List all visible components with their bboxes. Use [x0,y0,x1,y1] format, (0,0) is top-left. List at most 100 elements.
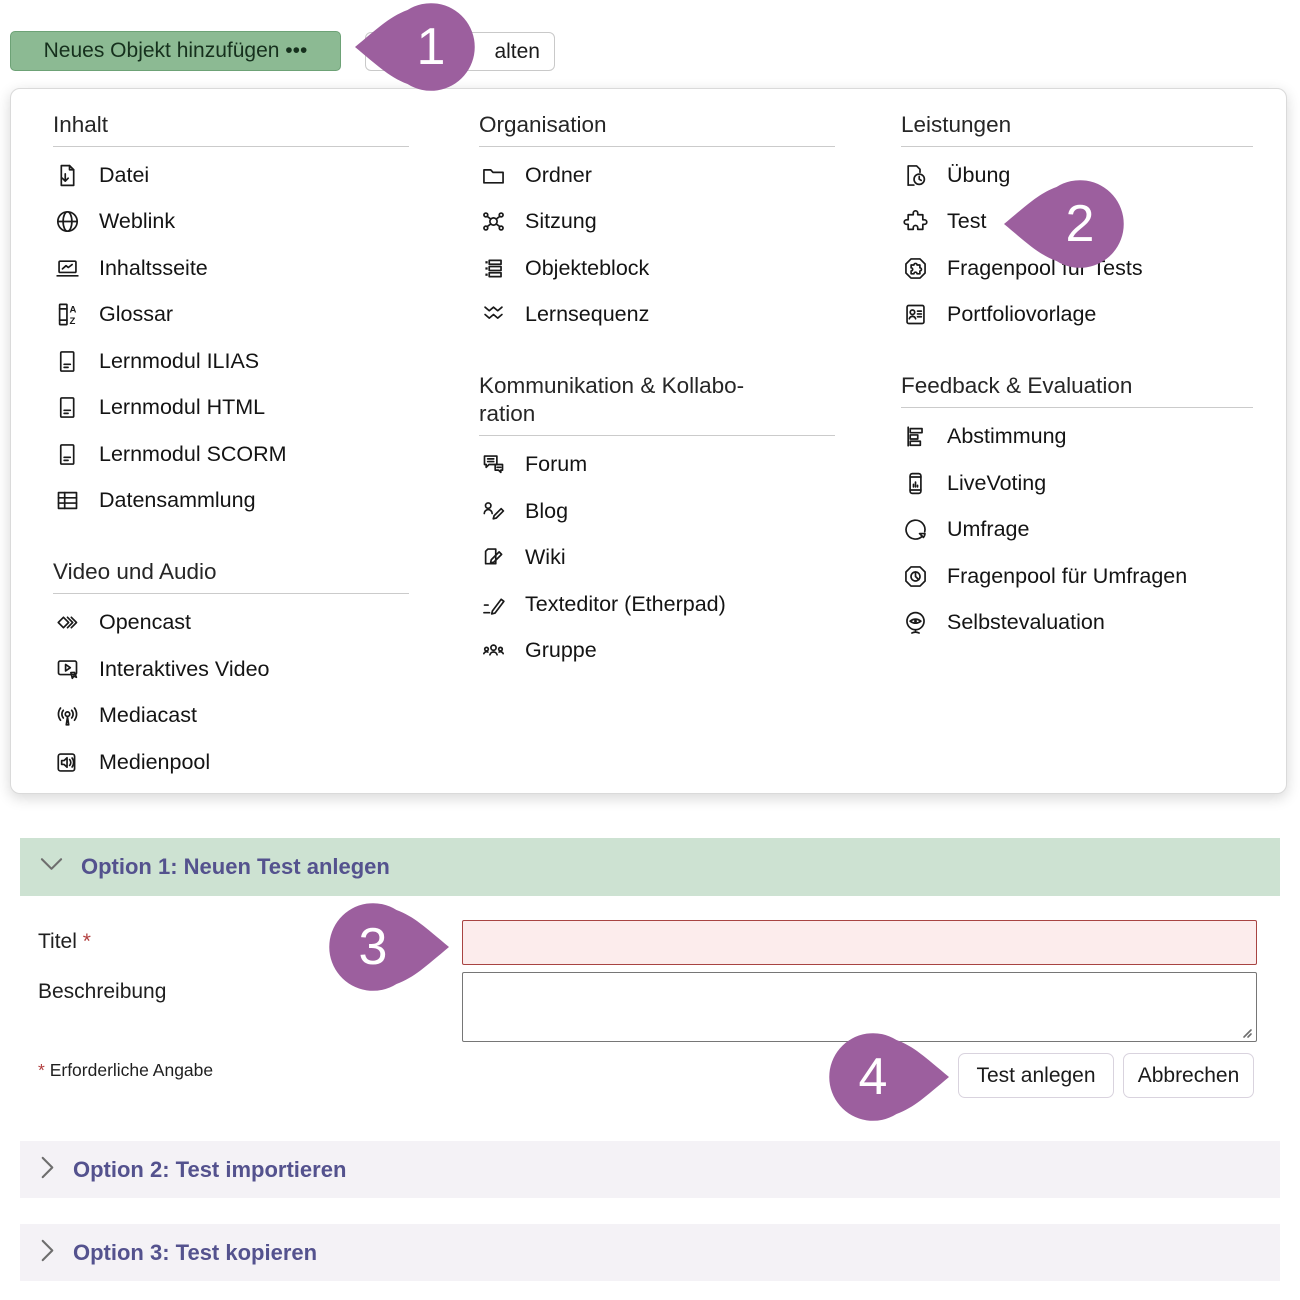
section-feedback: Feedback & Evaluation Abstimmung LiveVot… [901,372,1253,646]
section-leistungen: Leistungen Übung Test [901,111,1253,338]
interactive-video-icon [53,655,82,684]
menu-item-label: Ordner [525,162,592,187]
menu-item-forum[interactable]: Forum [479,441,835,488]
menu-item-gruppe[interactable]: Gruppe [479,627,835,674]
menu-item-inhaltsseite[interactable]: Inhaltsseite [53,245,409,292]
menu-item-fragenpool-umfragen[interactable]: Fragenpool für Umfragen [901,553,1253,600]
item-block-icon [479,254,508,283]
menu-item-weblink[interactable]: Weblink [53,199,409,246]
blog-icon [479,497,508,526]
self-evaluation-icon [901,608,930,637]
accordion-option3[interactable]: Option 3: Test kopieren [20,1224,1280,1281]
menu-item-label: Umfrage [947,517,1030,541]
partially-hidden-button[interactable]: alten [365,32,555,71]
menu-item-label: Sitzung [525,209,597,234]
menu-item-label: Blog [525,498,569,523]
menu-item-label: Lernmodul ILIAS [99,348,260,373]
table-icon [53,486,82,515]
svg-text:Z: Z [70,317,76,328]
required-note: * Erforderliche Angabe [38,1060,214,1080]
learning-module-icon [53,347,82,376]
section-video-audio: Video und Audio Opencast Interaktives Vi… [53,558,409,785]
speaker-icon [53,748,82,777]
poll-icon [901,422,930,451]
divider [479,435,835,437]
annotation-marker-3: 3 [329,903,449,991]
annotation-marker-4: 4 [829,1033,949,1121]
menu-item-portfoliovorlage[interactable]: Portfoliovorlage [901,292,1253,339]
menu-item-livevoting[interactable]: LiveVoting [901,460,1253,507]
menu-item-blog[interactable]: Blog [479,488,835,535]
menu-item-label: Lernsequenz [525,302,650,327]
menu-item-interaktives-video[interactable]: Interaktives Video [53,646,409,693]
menu-item-label: Selbstevaluation [947,610,1105,634]
group-icon [479,636,508,665]
menu-column-3: Leistungen Übung Test [901,111,1253,646]
broadcast-icon [53,701,82,730]
menu-item-fragenpool-tests[interactable]: Fragenpool für Tests [901,245,1253,292]
menu-item-label: Fragenpool für Umfragen [947,563,1188,588]
menu-item-lernsequenz[interactable]: Lernsequenz [479,292,835,339]
add-object-dropdown-panel: Inhalt Datei Weblink [10,88,1287,794]
exercise-icon [901,161,930,190]
add-object-button[interactable]: Neues Objekt hinzufügen ••• [10,31,341,71]
accordion-option2[interactable]: Option 2: Test importieren [20,1141,1280,1198]
cancel-button[interactable]: Abbrechen [1123,1053,1254,1098]
section-title: Organisation [479,112,607,137]
menu-column-1: Inhalt Datei Weblink [53,111,409,785]
texteditor-icon [479,590,508,619]
menu-item-label: Weblink [99,209,176,234]
menu-item-lernmodul-ilias[interactable]: Lernmodul ILIAS [53,338,409,385]
section-title: Inhalt [53,112,109,137]
description-textarea[interactable] [462,972,1257,1042]
section-organisation: Organisation Ordner Sitzung [479,111,835,338]
menu-item-test[interactable]: Test [901,199,1253,246]
menu-item-label: Datei [99,162,150,187]
menu-item-label: Mediacast [99,703,197,727]
menu-item-selbstevaluation[interactable]: Selbstevaluation [901,599,1253,646]
menu-item-texteditor[interactable]: Texteditor (Etherpad) [479,581,835,628]
menu-column-2: Organisation Ordner Sitzung [479,111,835,674]
menu-item-objekteblock[interactable]: Objekteblock [479,245,835,292]
menu-item-wiki[interactable]: Wiki [479,534,835,581]
menu-item-label: Inhaltsseite [99,255,208,280]
title-input[interactable] [462,920,1257,965]
question-pool-icon [901,254,930,283]
svg-text:3: 3 [359,918,388,976]
livevoting-icon [901,469,930,498]
required-asterisk: * [38,1060,45,1080]
accordion-option1[interactable]: Option 1: Neuen Test anlegen [20,838,1280,896]
menu-item-sitzung[interactable]: Sitzung [479,199,835,246]
section-kommunikation: Kommunikation & Kollabo­ration Forum Blo… [479,372,835,674]
learning-module-icon [53,393,82,422]
menu-item-abstimmung[interactable]: Abstimmung [901,413,1253,460]
menu-item-ordner[interactable]: Ordner [479,152,835,199]
survey-pool-icon [901,562,930,591]
survey-icon [901,515,930,544]
sequence-icon [479,300,508,329]
submit-button[interactable]: Test anlegen [958,1053,1114,1098]
menu-item-opencast[interactable]: Opencast [53,599,409,646]
divider [901,146,1253,148]
menu-item-label: Interaktives Video [99,656,270,681]
menu-item-label: Glossar [99,302,174,327]
opencast-icon [53,608,82,637]
menu-item-label: Medienpool [99,749,211,774]
menu-item-umfrage[interactable]: Umfrage [901,506,1253,553]
portfolio-icon [901,300,930,329]
menu-item-medienpool[interactable]: Medienpool [53,739,409,786]
puzzle-icon [901,207,930,236]
session-icon [479,207,508,236]
menu-item-datensammlung[interactable]: Datensammlung [53,478,409,525]
required-asterisk: * [82,930,91,953]
menu-item-lernmodul-scorm[interactable]: Lernmodul SCORM [53,431,409,478]
section-title: Feedback & Evaluation [901,373,1133,399]
menu-item-mediacast[interactable]: Mediacast [53,692,409,739]
wiki-icon [479,543,508,572]
menu-item-uebung[interactable]: Übung [901,152,1253,199]
accordion-title: Option 1: Neuen Test anlegen [81,854,390,879]
menu-item-lernmodul-html[interactable]: Lernmodul HTML [53,385,409,432]
svg-text:A: A [70,305,77,316]
menu-item-datei[interactable]: Datei [53,152,409,199]
